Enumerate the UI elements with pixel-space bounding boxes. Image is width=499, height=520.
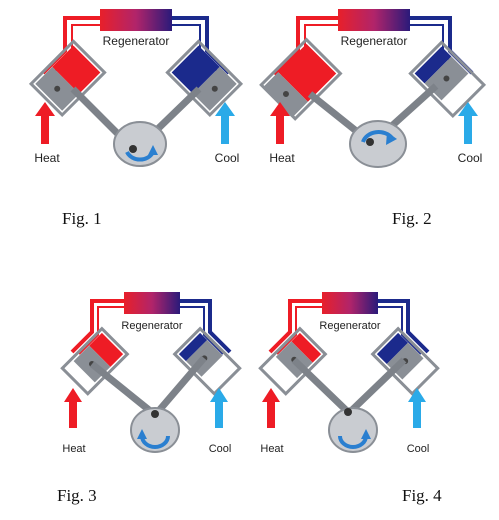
cold-cylinder xyxy=(165,39,244,118)
cool-arrow-icon xyxy=(210,388,228,428)
cold-gas xyxy=(171,45,220,94)
regenerator-label: Regenerator xyxy=(103,34,170,48)
figure-1: Regenerator Heat Cool xyxy=(25,6,245,176)
figure-4: Regenerator Heat Cool xyxy=(256,290,446,465)
hot-gas xyxy=(291,332,322,363)
regenerator xyxy=(322,292,378,314)
rotation-arrow-icon xyxy=(338,435,368,449)
figure-1-caption: Fig. 1 xyxy=(62,209,102,228)
stirling-engine-diagram: Regenerator Heat Cool xyxy=(60,292,242,455)
hot-gas xyxy=(89,332,124,367)
heat-arrow-icon xyxy=(35,102,55,144)
regenerator xyxy=(100,9,172,31)
regenerator xyxy=(124,292,180,314)
cool-label: Cool xyxy=(458,151,483,165)
crank-pin xyxy=(344,408,352,416)
figure-2-caption: Fig. 2 xyxy=(392,209,432,228)
stirling-engine-diagram: Regenerator Heat Cool xyxy=(258,292,440,455)
cold-gas xyxy=(178,332,208,362)
stirling-engine-diagram: Regenerator Heat Cool xyxy=(259,9,487,168)
cold-pipe xyxy=(180,299,232,354)
cool-arrow-icon xyxy=(458,102,478,144)
regenerator-label: Regenerator xyxy=(319,320,380,332)
heat-arrow-icon xyxy=(270,102,290,144)
stirling-engine-diagram: Regenerator Heat Cool xyxy=(28,9,244,167)
cool-arrow-icon xyxy=(408,388,426,428)
cold-connecting-rod xyxy=(153,355,207,417)
regenerator xyxy=(338,9,410,31)
heat-label: Heat xyxy=(260,443,283,455)
hot-pipe xyxy=(70,299,124,354)
flywheel xyxy=(349,120,407,168)
crank-pin xyxy=(366,138,374,146)
heat-label: Heat xyxy=(62,443,85,455)
crank-pin xyxy=(151,410,159,418)
rotation-arrow-icon xyxy=(140,435,170,449)
cold-pipe xyxy=(378,299,430,354)
figure-4-caption: Fig. 4 xyxy=(402,486,442,505)
heat-arrow-icon xyxy=(262,388,280,428)
cold-gas xyxy=(414,46,452,84)
cold-cylinder xyxy=(408,40,487,119)
cold-connecting-rod xyxy=(347,357,407,415)
hot-pipe xyxy=(268,299,322,354)
hot-cylinder xyxy=(28,39,107,118)
cool-label: Cool xyxy=(407,443,430,455)
cold-gas xyxy=(376,332,408,364)
heat-label: Heat xyxy=(34,151,60,165)
regenerator-label: Regenerator xyxy=(121,320,182,332)
figure-3-caption: Fig. 3 xyxy=(57,486,97,505)
figure-2: Regenerator Heat Cool xyxy=(258,6,488,176)
heat-arrow-icon xyxy=(64,388,82,428)
hot-pipe xyxy=(272,16,338,76)
cool-label: Cool xyxy=(209,443,232,455)
crank-pin xyxy=(129,145,137,153)
hot-gas xyxy=(52,45,101,94)
hot-connecting-rod xyxy=(89,361,157,417)
cool-arrow-icon xyxy=(215,102,235,144)
figure-3: Regenerator Heat Cool xyxy=(58,290,248,465)
regenerator-label: Regenerator xyxy=(341,34,408,48)
hot-connecting-rod xyxy=(291,357,351,415)
heat-label: Heat xyxy=(269,151,295,165)
cool-label: Cool xyxy=(215,151,240,165)
hot-gas xyxy=(278,43,337,102)
